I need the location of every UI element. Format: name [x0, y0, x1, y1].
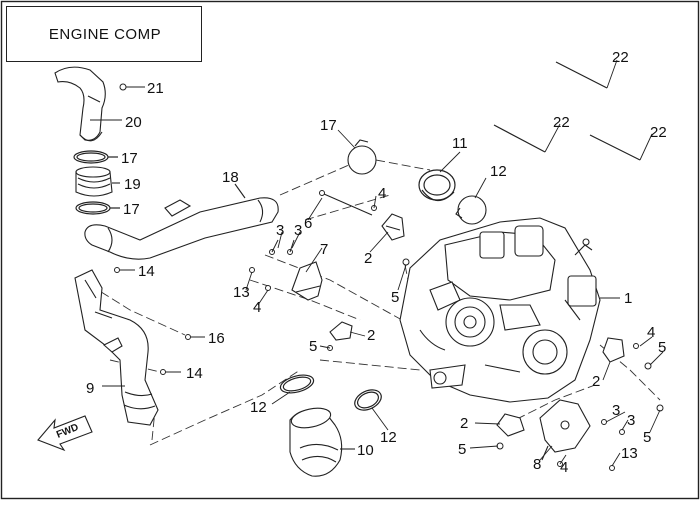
callout-2: 2: [364, 250, 372, 267]
title-box: ENGINE COMP: [6, 6, 202, 62]
part-17-clamp-upper: [73, 150, 118, 164]
part-17-clamp-lower: [75, 201, 120, 215]
part-2-mount-a: [381, 213, 405, 241]
callout-13: 13: [621, 445, 638, 462]
part-10-outlet-boot: [289, 407, 355, 477]
callout-3: 3: [294, 222, 302, 239]
callout-5: 5: [458, 441, 466, 458]
callout-2: 2: [460, 415, 468, 432]
part-1-engine: [399, 217, 620, 403]
part-12-clamp-lower-left: [279, 374, 315, 394]
callout-17: 17: [320, 117, 337, 134]
callout-21: 21: [147, 80, 164, 97]
callout-11: 11: [452, 135, 468, 152]
callout-14: 14: [186, 365, 203, 382]
callout-3: 3: [627, 412, 635, 429]
part-22-studs: [493, 61, 641, 161]
callout-1: 1: [624, 290, 632, 307]
part-19-coupler: [75, 166, 120, 197]
part-18-intake-duct: [84, 183, 279, 260]
callout-5: 5: [309, 338, 317, 355]
callout-13: 13: [233, 284, 250, 301]
callout-3: 3: [612, 402, 620, 419]
callout-5: 5: [658, 339, 666, 356]
part-2-mount-d: [496, 413, 525, 437]
part-14-screws: [114, 267, 181, 375]
callout-18: 18: [222, 169, 239, 186]
callout-2: 2: [592, 373, 600, 390]
part-7-bracket: [291, 261, 323, 301]
part-12-clamp-upper: [455, 195, 487, 225]
part-17-clamp-upper-mid: [347, 139, 377, 175]
callout-4: 4: [253, 299, 261, 316]
callout-7: 7: [320, 241, 328, 258]
callout-12: 12: [490, 163, 507, 180]
fwd-arrow-icon: [37, 415, 93, 452]
callout-17: 17: [123, 201, 140, 218]
leader-lines: [245, 59, 664, 467]
callout-3: 3: [276, 222, 284, 239]
callout-14: 14: [138, 263, 155, 280]
callout-5: 5: [643, 429, 651, 446]
part-20-intake-elbow: [54, 66, 122, 142]
part-21-screw: [119, 83, 145, 91]
part-9-cvt-duct: [74, 269, 159, 426]
part-12-clamp-lower-right: [354, 389, 382, 411]
part-6-long-bolt: [319, 190, 373, 216]
callout-20: 20: [125, 114, 142, 131]
part-8-bracket: [539, 399, 591, 461]
callout-2: 2: [367, 327, 375, 344]
callout-4: 4: [560, 459, 568, 476]
part-2-mount-b: [329, 321, 353, 341]
part-16-screw: [185, 334, 205, 340]
callout-12: 12: [380, 429, 397, 446]
callout-4: 4: [647, 324, 655, 341]
callout-16: 16: [208, 330, 225, 347]
callout-5: 5: [391, 289, 399, 306]
callout-9: 9: [86, 380, 94, 397]
diagram-title: ENGINE COMP: [48, 26, 162, 43]
callout-22: 22: [553, 114, 570, 131]
callout-numbers: 1 2 2 2 2 3 3 3 3 4 4 4 4 5 5 5 5 5 6 7 …: [55, 49, 667, 476]
part-2-mount-c: [602, 337, 625, 363]
callout-10: 10: [357, 442, 374, 459]
callout-19: 19: [124, 176, 141, 193]
callout-6: 6: [304, 215, 312, 232]
callout-22: 22: [612, 49, 629, 66]
assembly-dashed-lines: [89, 157, 661, 446]
callout-12: 12: [250, 399, 267, 416]
callout-4: 4: [378, 185, 386, 202]
callout-22: 22: [650, 124, 667, 141]
callout-17: 17: [121, 150, 138, 167]
callout-8: 8: [533, 456, 541, 473]
part-11-intake-rubber: [418, 169, 456, 202]
